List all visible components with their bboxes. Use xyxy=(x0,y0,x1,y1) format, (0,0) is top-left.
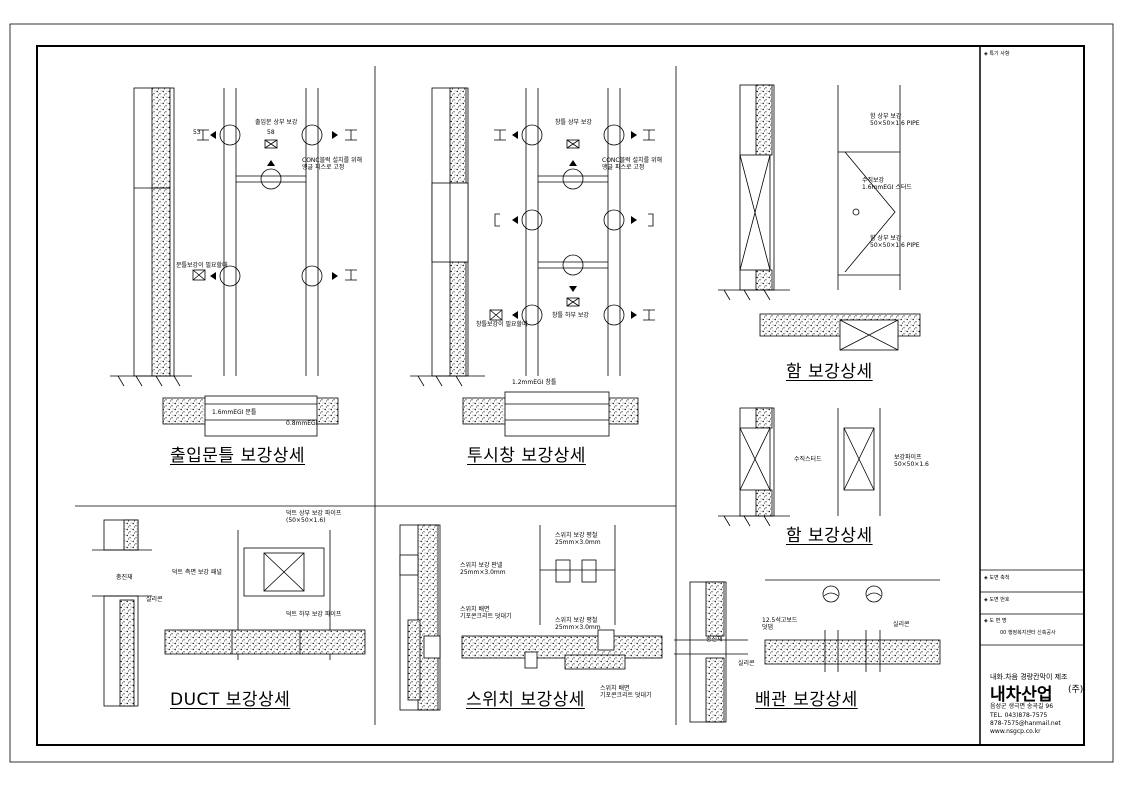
door-conc-note-2: 앵글 피스로 고정 xyxy=(302,164,345,171)
window-mid-label: 창틀보강이 필요할때 xyxy=(476,321,528,328)
panel-name: ◈ 도 면 명 xyxy=(984,618,1007,624)
window-bottom-label: 창틀 하부 보강 xyxy=(552,312,589,319)
company-maker: 내화.차음 경량칸막이 제조 xyxy=(990,673,1068,681)
window-plan-label: 1.2mmEGI 창틀 xyxy=(512,379,557,386)
pipe-label-1b: 덧댐 xyxy=(762,624,774,631)
panel-number: ◈ 도면 번호 xyxy=(984,597,1010,603)
outer-frame xyxy=(9,23,1114,763)
company-tel: TEL. 043)878-7575 xyxy=(990,712,1048,719)
company-address: 음성군 생극면 송곡길 96 xyxy=(990,703,1054,710)
duct-detail xyxy=(92,519,366,707)
window-conc-note-2: 앵글 피스로 고정 xyxy=(602,164,645,171)
duct-label-1: 덕트 상부 보강 파이프 xyxy=(286,510,342,517)
door-dim-2: 58 xyxy=(267,129,275,136)
company-web: www.nsgcp.co.kr xyxy=(990,728,1041,735)
pipe-title: 배관 보강상세 xyxy=(755,690,858,710)
duct-label-3: 덕트 하부 보강 파이프 xyxy=(286,611,342,618)
drawing-border xyxy=(36,45,1085,746)
switch-label-4b: 25mm×3.0mm xyxy=(555,624,601,631)
duct-label-5: 실리콘 xyxy=(146,596,163,603)
pipe-label-2: 실리콘 xyxy=(893,621,910,628)
company-email: 878-7575@hanmail.net xyxy=(990,720,1061,727)
box-detail-1 xyxy=(718,84,921,351)
switch-label-5: 스위치 배면 xyxy=(600,685,630,692)
duct-title: DUCT 보강상세 xyxy=(170,690,291,710)
switch-detail xyxy=(399,524,663,711)
door-detail xyxy=(110,87,357,437)
window-detail xyxy=(410,87,655,437)
pipe-detail xyxy=(674,579,941,723)
door-title: 출입문틀 보강상세 xyxy=(170,446,306,466)
switch-label-1b: 25mm×3.0mm xyxy=(460,569,506,576)
box2-label-2: 보강파이프 xyxy=(894,454,922,461)
switch-title: 스위치 보강상세 xyxy=(466,690,585,710)
box1-label-2b: 1.6mmEGI 스터드 xyxy=(862,184,912,191)
door-conc-note: CONC블럭 설치를 위해 xyxy=(302,157,363,164)
duct-label-4: 충진재 xyxy=(116,574,133,581)
panel-project: 00 행정복지센터 신축공사 xyxy=(1000,630,1056,636)
switch-label-3b: 기포콘크리트 덧대기 xyxy=(460,613,512,620)
switch-label-3: 스위치 배면 xyxy=(460,606,490,613)
door-mid-label: 문틀보강이 필요할때 xyxy=(176,262,228,269)
pipe-label-3: 충진재 xyxy=(706,636,723,643)
window-conc-note: CONC블럭 설치를 위해 xyxy=(602,157,663,164)
door-plan-label-1: 1.6mmEGI 문틀 xyxy=(212,409,257,416)
switch-label-5b: 기포콘크리트 덧대기 xyxy=(600,692,652,699)
box1-label-1: 함 상부 보강 xyxy=(870,113,902,120)
box1-label-1b: 50×50×1.6 PIPE xyxy=(870,120,920,127)
door-arrows xyxy=(210,131,338,280)
door-dim-1: 53 xyxy=(193,129,201,136)
box1-title: 함 보강상세 xyxy=(786,362,873,382)
pipe-label-4: 실리콘 xyxy=(738,660,755,667)
switch-label-2: 스위치 보강 평철 xyxy=(555,532,598,539)
box2-label-2b: 50×50×1.6 xyxy=(894,461,929,468)
box2-title: 함 보강상세 xyxy=(786,526,873,546)
company-name: 내차산업 xyxy=(990,685,1053,705)
box1-label-3b: 50×50×1.6 PIPE xyxy=(870,242,920,249)
panel-scale: ◈ 도면 축척 xyxy=(984,575,1010,581)
box-detail-2 xyxy=(718,407,881,527)
panel-notes-heading: ◈ 특기 사항 xyxy=(984,51,1010,57)
duct-label-1b: (50×50×1.6) xyxy=(286,517,326,524)
switch-label-2b: 25mm×3.0mm xyxy=(555,539,601,546)
door-plan-label-2: 0.8mmEGI xyxy=(286,420,318,427)
window-arrows xyxy=(512,131,637,319)
window-title: 투시창 보강상세 xyxy=(467,446,586,466)
duct-label-2: 덕트 측면 보강 패널 xyxy=(172,569,222,576)
window-top-label: 창틀 상부 보강 xyxy=(555,119,592,126)
box1-label-2: 수직보강 xyxy=(862,177,885,184)
company-suffix: (주) xyxy=(1068,685,1084,695)
box1-label-3: 함 상부 보강 xyxy=(870,235,902,242)
switch-label-4: 스위치 보강 평철 xyxy=(555,617,598,624)
box2-label-1: 수직스터드 xyxy=(794,456,822,463)
switch-label-1: 스위치 보강 판넬 xyxy=(460,562,503,569)
pipe-label-1: 12.5석고보드 xyxy=(762,617,798,624)
door-top-label: 출입문 상부 보강 xyxy=(255,119,298,126)
